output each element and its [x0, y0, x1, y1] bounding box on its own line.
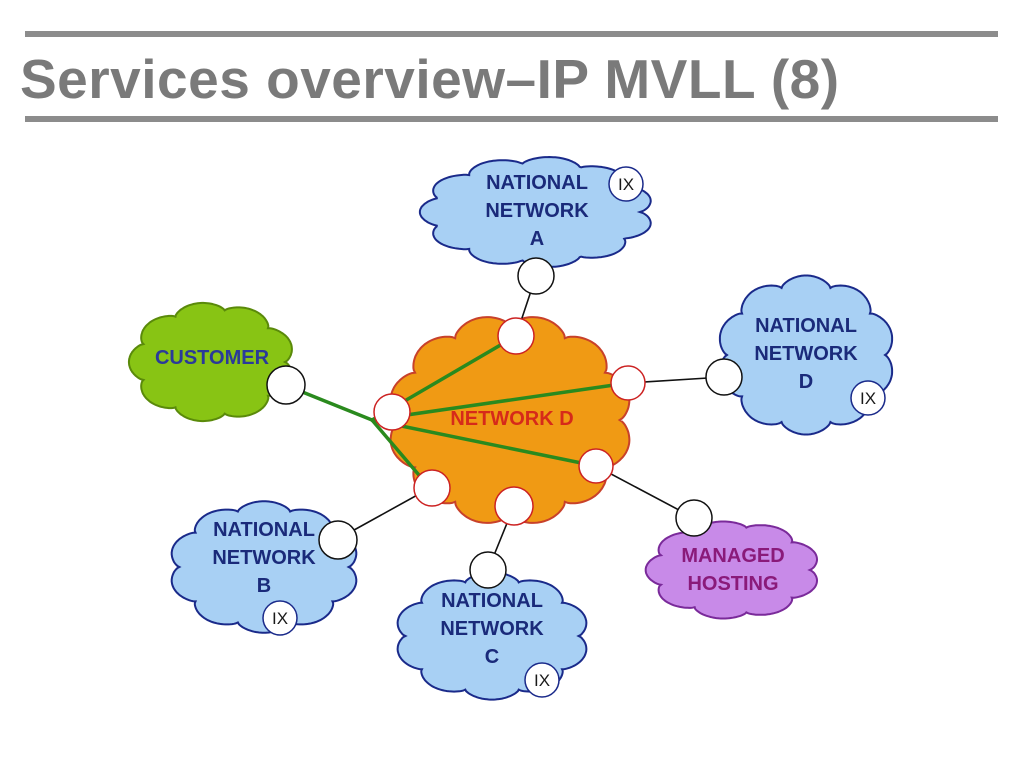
link-hub-southeast: [370, 418, 598, 468]
ix-badge-label: IX: [534, 671, 550, 690]
node-national-c: [469, 551, 507, 589]
cloud-label-line: NETWORK D: [450, 408, 573, 430]
cloud-label-line: NETWORK: [212, 547, 316, 569]
cloud-network-d: NETWORK D: [389, 316, 631, 524]
cloud-label-line: NATIONAL: [213, 519, 315, 541]
cloud-label-line: HOSTING: [687, 573, 778, 595]
clouds-layer: NETWORK DCUSTOMERNATIONALNETWORKANATIONA…: [127, 155, 894, 701]
cloud-shape: [170, 500, 358, 634]
node-d-top: [497, 317, 535, 355]
link-hub-east: [370, 381, 630, 422]
cloud-label-line: NETWORK: [754, 343, 858, 365]
title-rule-bottom: [25, 116, 998, 122]
node-national-d: [705, 358, 743, 396]
ix-badge-label: IX: [618, 175, 634, 194]
cloud-managed-hosting: MANAGED HOSTING: [644, 520, 818, 620]
node-national-a: [517, 257, 555, 295]
node-national-b: [318, 520, 358, 560]
ix-badge-circle: [850, 380, 886, 416]
cloud-national-b: NATIONAL NETWORK B: [170, 500, 358, 634]
ix-badge-label: IX: [272, 609, 288, 628]
nodes-layer: [266, 257, 743, 589]
node-d-east: [610, 365, 646, 401]
page-title: Services overview–IP MVLL (8): [20, 48, 840, 110]
ix-badges-layer: IX IX IX IX: [262, 166, 886, 698]
cloud-national-d: NATIONAL NETWORK D: [718, 274, 894, 436]
cloud-shape: [127, 301, 293, 423]
ix-badge-national-a: IX: [608, 166, 644, 202]
cloud-label-line: MANAGED: [681, 545, 784, 567]
cloud-label-line: C: [485, 646, 499, 668]
ix-badge-circle: [262, 600, 298, 636]
cloud-label-line: NETWORK: [440, 618, 544, 640]
node-d-southeast: [578, 448, 614, 484]
cloud-shape: [644, 520, 818, 620]
cloud-label-line: NATIONAL: [755, 315, 857, 337]
ix-badge-national-c: IX: [524, 662, 560, 698]
ix-badge-national-d: IX: [850, 380, 886, 416]
node-d-west: [373, 393, 411, 431]
title-rule-top: [25, 31, 998, 37]
cloud-shape: [718, 274, 894, 436]
cloud-label-line: CUSTOMER: [155, 347, 270, 369]
cloud-shape: [418, 155, 652, 269]
cloud-national-a: NATIONAL NETWORK A: [418, 155, 652, 269]
node-managed-hosting: [675, 499, 713, 537]
cloud-label-line: A: [530, 228, 544, 250]
cloud-label-line: D: [799, 371, 813, 393]
node-customer: [266, 365, 306, 405]
node-d-south: [494, 486, 534, 526]
node-d-southwest: [413, 469, 451, 507]
ix-badge-circle: [608, 166, 644, 202]
cloud-customer: CUSTOMER: [127, 301, 293, 423]
cloud-label-line: NETWORK: [485, 200, 589, 222]
ix-badge-national-b: IX: [262, 600, 298, 636]
cloud-label-line: NATIONAL: [441, 590, 543, 612]
cloud-label-line: B: [257, 575, 271, 597]
cloud-label-line: NATIONAL: [486, 172, 588, 194]
ix-badge-circle: [524, 662, 560, 698]
ix-badge-label: IX: [860, 389, 876, 408]
